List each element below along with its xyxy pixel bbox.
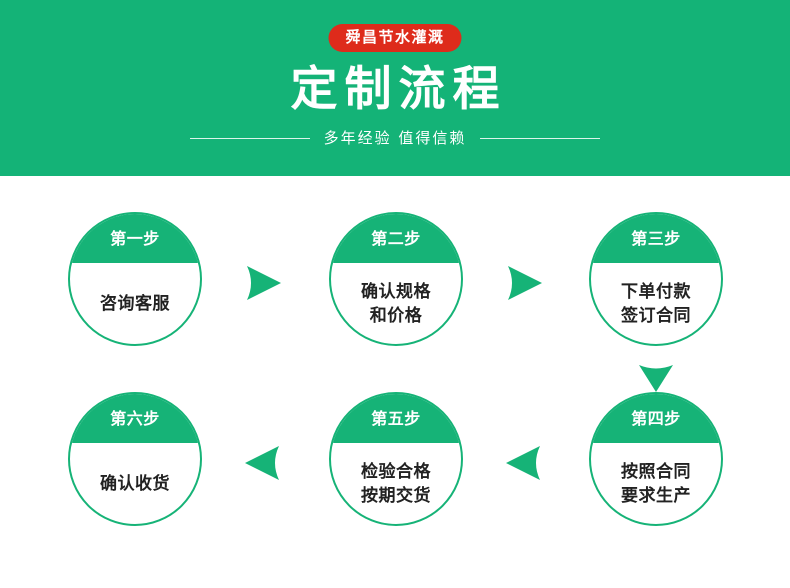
flow-step-1-line-1: 咨询客服 xyxy=(100,293,170,314)
subtitle-row: 多年经验 值得信赖 xyxy=(0,128,790,149)
flow-step-4-line-2: 要求生产 xyxy=(621,485,691,506)
flow-step-6-cap: 第六步 xyxy=(70,394,200,443)
flow-step-3-body: 下单付款 签订合同 xyxy=(591,263,721,344)
brand-badge: 舜昌节水灌溉 xyxy=(328,24,462,52)
flow-step-4: 第四步 按照合同 要求生产 xyxy=(589,392,723,526)
flow-step-4-cap-label: 第四步 xyxy=(631,408,681,428)
flow-step-6: 第六步 确认收货 xyxy=(68,392,202,526)
flow-step-3-line-2: 签订合同 xyxy=(621,305,691,326)
flow-step-4-cap: 第四步 xyxy=(591,394,721,443)
flow-step-4-line-1: 按照合同 xyxy=(621,461,691,482)
flow-step-3-cap-label: 第三步 xyxy=(631,228,681,248)
arrow-left-icon xyxy=(243,443,283,483)
flow-step-1-cap: 第一步 xyxy=(70,214,200,263)
flow-step-2-cap-label: 第二步 xyxy=(371,228,421,248)
flow-step-2-line-1: 确认规格 xyxy=(361,281,431,302)
flow-step-5-line-2: 按期交货 xyxy=(361,485,431,506)
flow-step-1: 第一步 咨询客服 xyxy=(68,212,202,346)
flow-step-5-line-1: 检验合格 xyxy=(361,461,431,482)
arrow-right-icon xyxy=(243,263,283,303)
flow-step-6-line-1: 确认收货 xyxy=(100,473,170,494)
flow-step-3-cap: 第三步 xyxy=(591,214,721,263)
flow-step-4-body: 按照合同 要求生产 xyxy=(591,443,721,524)
page-subtitle: 多年经验 值得信赖 xyxy=(323,129,467,147)
flow-step-1-body: 咨询客服 xyxy=(70,263,200,344)
arrow-left-icon xyxy=(504,443,544,483)
flow-step-3: 第三步 下单付款 签订合同 xyxy=(589,212,723,346)
flow-step-6-body: 确认收货 xyxy=(70,443,200,524)
flow-step-5: 第五步 检验合格 按期交货 xyxy=(329,392,463,526)
flow-step-3-line-1: 下单付款 xyxy=(621,281,691,302)
flow-step-2-line-2: 和价格 xyxy=(369,305,423,326)
flow-step-2-cap: 第二步 xyxy=(331,214,461,263)
flow-step-5-body: 检验合格 按期交货 xyxy=(331,443,461,524)
flow-step-5-cap: 第五步 xyxy=(331,394,461,443)
arrow-right-icon xyxy=(504,263,544,303)
header-banner: 舜昌节水灌溉 定制流程 多年经验 值得信赖 xyxy=(0,0,790,176)
divider-line-right xyxy=(480,138,601,139)
flow-step-1-cap-label: 第一步 xyxy=(110,228,160,248)
flow-diagram: 第一步 咨询客服 第二步 确认规格 和价格 第三步 下单付款 签订合同 xyxy=(0,176,790,588)
flow-step-5-cap-label: 第五步 xyxy=(371,408,421,428)
flow-step-6-cap-label: 第六步 xyxy=(110,408,160,428)
flow-step-2-body: 确认规格 和价格 xyxy=(331,263,461,344)
page-title: 定制流程 xyxy=(290,62,507,117)
arrow-down-icon xyxy=(636,361,676,401)
divider-line-left xyxy=(189,138,310,139)
flow-step-2: 第二步 确认规格 和价格 xyxy=(329,212,463,346)
